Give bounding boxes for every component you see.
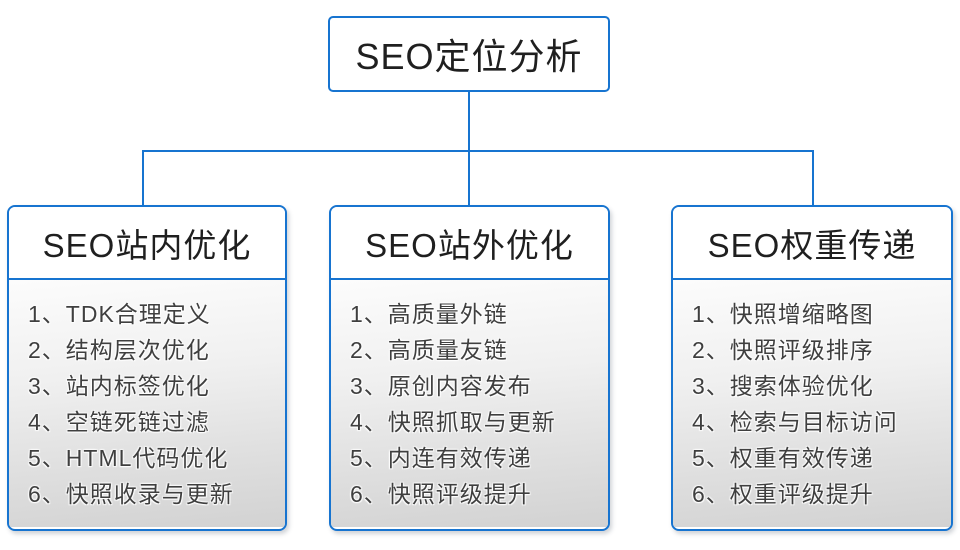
list-item: 6、权重评级提升 <box>692 481 874 507</box>
connector-middle-drop <box>468 150 470 206</box>
list-item: 4、快照抓取与更新 <box>350 409 556 435</box>
branch-list-onsite: 1、TDK合理定义 2、结构层次优化 3、站内标签优化 4、空链死链过滤 5、H… <box>9 280 285 527</box>
branch-card-offsite: SEO站外优化 1、高质量外链 2、高质量友链 3、原创内容发布 4、快照抓取与… <box>329 205 610 531</box>
list-item: 5、HTML代码优化 <box>28 445 229 471</box>
branch-title-weight: SEO权重传递 <box>673 207 951 280</box>
branch-title-offsite: SEO站外优化 <box>331 207 608 280</box>
list-item: 4、检索与目标访问 <box>692 409 898 435</box>
connector-horizontal <box>142 150 814 152</box>
branch-card-onsite: SEO站内优化 1、TDK合理定义 2、结构层次优化 3、站内标签优化 4、空链… <box>7 205 287 531</box>
list-item: 3、原创内容发布 <box>350 373 532 399</box>
list-item: 6、快照评级提升 <box>350 481 532 507</box>
branch-list-weight: 1、快照增缩略图 2、快照评级排序 3、搜索体验优化 4、检索与目标访问 5、权… <box>673 280 951 527</box>
list-item: 2、快照评级排序 <box>692 337 874 363</box>
branch-list-offsite: 1、高质量外链 2、高质量友链 3、原创内容发布 4、快照抓取与更新 5、内连有… <box>331 280 608 527</box>
list-item: 6、快照收录与更新 <box>28 481 234 507</box>
branch-title-onsite: SEO站内优化 <box>9 207 285 280</box>
root-node-title: SEO定位分析 <box>355 36 583 77</box>
list-item: 1、快照增缩略图 <box>692 301 874 327</box>
list-item: 3、搜索体验优化 <box>692 373 874 399</box>
list-item: 2、结构层次优化 <box>28 337 210 363</box>
root-node-seo-positioning: SEO定位分析 <box>328 16 610 92</box>
list-item: 3、站内标签优化 <box>28 373 210 399</box>
connector-left-drop <box>142 150 144 206</box>
list-item: 2、高质量友链 <box>350 337 508 363</box>
branch-card-weight: SEO权重传递 1、快照增缩略图 2、快照评级排序 3、搜索体验优化 4、检索与… <box>671 205 953 531</box>
connector-right-drop <box>812 150 814 206</box>
list-item: 5、内连有效传递 <box>350 445 532 471</box>
list-item: 1、TDK合理定义 <box>28 301 211 327</box>
list-item: 5、权重有效传递 <box>692 445 874 471</box>
connector-root-vertical <box>468 92 470 151</box>
list-item: 4、空链死链过滤 <box>28 409 210 435</box>
list-item: 1、高质量外链 <box>350 301 508 327</box>
